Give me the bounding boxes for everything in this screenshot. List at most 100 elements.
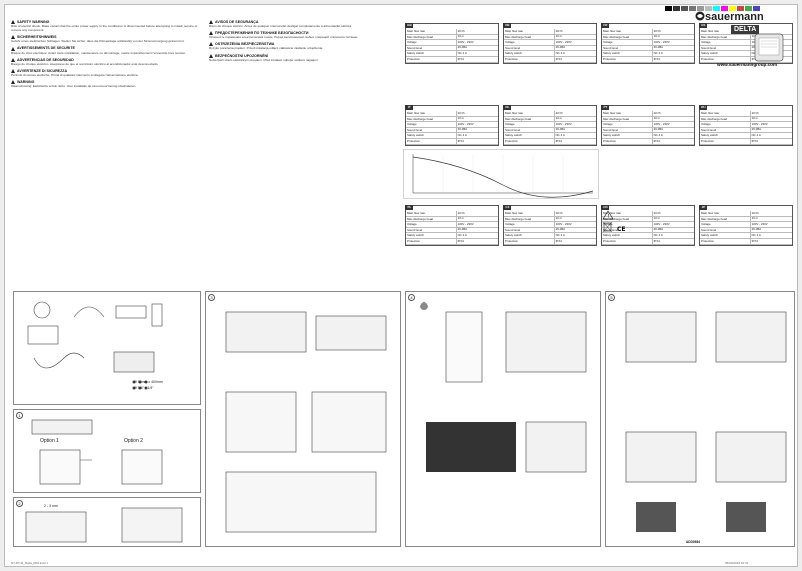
spec-value: 100V - 230V	[653, 122, 670, 126]
warning-text: Ryzyko porażenia prądem. Przed instalacj…	[209, 46, 324, 51]
spec-label: Max discharge head	[406, 116, 457, 122]
warning-title: OSTRZEŻENIA BEZPIECZEŃSTWA	[209, 42, 401, 47]
language-code: NL	[503, 105, 512, 111]
warning-triangle-icon	[11, 80, 15, 85]
spec-label: Sound level	[504, 45, 555, 51]
drop-icon	[420, 302, 428, 310]
warning-title: ПРЕДОСТЕРЕЖЕНИЯ ПО ТЕХНИКЕ БЕЗОПАСНОСТИ	[209, 31, 401, 36]
step-number: 2	[16, 500, 23, 507]
spec-value: 20 l/h	[653, 111, 661, 115]
spec-value: 10 m	[457, 117, 465, 121]
language-code: ES	[699, 23, 708, 29]
spec-label: Max discharge head	[504, 216, 555, 222]
spec-label: Safety switch	[406, 51, 457, 56]
panel-components: Ø 16mm x 400mm Ø 1/4" x 1/4"	[13, 291, 201, 405]
spec-label: Protection	[406, 56, 457, 62]
spec-value: 20 l/h	[457, 29, 465, 33]
spec-label: Protection	[504, 238, 555, 244]
panel-step-2-mounting: 2 2 - 3 mm	[13, 497, 201, 547]
warning-triangle-icon	[11, 57, 15, 62]
language-code: IT	[405, 105, 414, 111]
spec-label: Safety switch	[406, 133, 457, 138]
spec-value: 100V - 230V	[555, 222, 572, 226]
spec-value: NC 4 A	[555, 233, 565, 237]
spec-label: Max discharge head	[602, 34, 653, 40]
warning-triangle-icon: !	[602, 210, 614, 220]
spec-label: Sound level	[504, 127, 555, 133]
warning-title: WARNING	[11, 80, 203, 85]
panel-steps-3-4: 3	[205, 291, 401, 547]
spec-label: Safety switch	[504, 233, 555, 238]
spec-value: 100V - 230V	[555, 122, 572, 126]
spec-value: NC 4 A	[457, 133, 467, 137]
footer-left: NT-DT-M_Delta_R02.indd 1	[11, 561, 49, 565]
color-registration-bar	[665, 6, 760, 11]
spec-value: 26 dBA	[555, 228, 566, 232]
spec-label: Main flow rate	[700, 111, 751, 116]
spec-value: NC 4 A	[751, 233, 761, 237]
warning-triangle-icon	[209, 42, 213, 47]
spec-label: Voltage	[602, 40, 653, 45]
spec-label: Voltage	[700, 222, 751, 227]
options-drawing	[31, 419, 163, 485]
spec-label: Protection	[700, 138, 751, 144]
dimension-bend: 2 - 3 mm	[44, 504, 58, 508]
spec-value: 10 m	[555, 35, 563, 39]
spec-value: 10 m	[653, 117, 661, 121]
warning-title: AVERTISSEMENTS DE SECURITE	[11, 46, 203, 51]
warning-text: Riesgo de choque eléctrico. Asegúrese de…	[11, 61, 159, 66]
warning-title-text: AVISOS DE SEGURANÇA	[215, 20, 259, 24]
panel-steps-5: 4	[405, 291, 601, 547]
spec-value: 26 dBA	[457, 228, 468, 232]
spec-value: 10 m	[751, 117, 759, 121]
spec-value: 100V - 230V	[555, 40, 572, 44]
model-badge: DELTA	[731, 25, 760, 34]
warning-text: Waarschuwing: Elektrische schok risico. …	[11, 84, 137, 89]
website-url: www.sauermanngroup.com	[717, 62, 778, 67]
warning-title: SAFETY WARNING	[11, 20, 203, 25]
spec-label: Protection	[700, 56, 751, 62]
language-code: GB	[405, 23, 414, 29]
language-code: RU	[699, 105, 708, 111]
spec-value: NC 4 A	[457, 233, 467, 237]
spec-value: 10 m	[653, 217, 661, 221]
warning-title: ADVERTENCIAS DE SEGURIDAD	[11, 58, 203, 62]
spec-label: Sound level	[602, 45, 653, 51]
spec-label: Max discharge head	[504, 34, 555, 40]
spec-value: IPX4	[555, 239, 562, 243]
warning-triangle-icon	[209, 53, 213, 58]
spec-value: 26 dBA	[653, 228, 664, 232]
spec-label: Max discharge head	[700, 116, 751, 122]
spec-label: Main flow rate	[700, 211, 751, 216]
spec-value: NC 4 A	[457, 51, 467, 55]
language-code: PL	[405, 205, 414, 211]
ce-mark-icon: CE	[617, 226, 626, 233]
spec-label: Voltage	[700, 40, 751, 45]
spec-value: 26 dBA	[457, 128, 468, 132]
